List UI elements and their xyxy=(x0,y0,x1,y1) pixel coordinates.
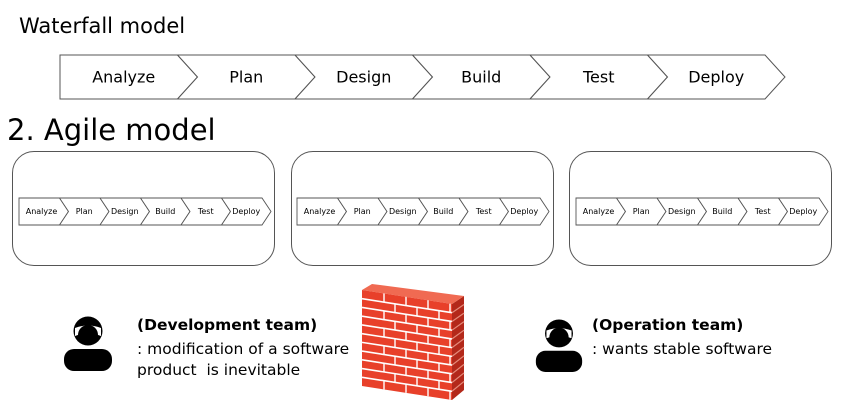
chevron-step-label: Build xyxy=(712,207,732,216)
chevron-step-label: Analyze xyxy=(583,207,615,216)
chevron-step-label: Analyze xyxy=(304,207,336,216)
chevron-step-label: Plan xyxy=(633,207,650,216)
chevron-step-label: Design xyxy=(111,207,139,216)
agile-flow-3: Analyze Plan Design Build Test Deploy xyxy=(575,197,829,226)
chevron-step-label: Deploy xyxy=(510,207,538,216)
chevron-step-label: Plan xyxy=(354,207,371,216)
chevron-step-label: Design xyxy=(389,207,417,216)
dev-team-desc-line2: product is inevitable xyxy=(137,361,301,379)
chevron-step-label: Build xyxy=(461,68,501,87)
chevron-step-label: Test xyxy=(475,207,492,216)
agile-flow-1: Analyze Plan Design Build Test Deploy xyxy=(18,197,272,226)
ops-team-desc-line1: : wants stable software xyxy=(592,340,773,358)
chevron-step-deploy xyxy=(220,197,272,226)
chevron-step-label: Build xyxy=(155,207,175,216)
chevron-step-label: Build xyxy=(433,207,453,216)
chevron-step-label: Deploy xyxy=(688,68,744,87)
waterfall-title: Waterfall model xyxy=(19,14,186,38)
agile-flow-2: Analyze Plan Design Build Test Deploy xyxy=(296,197,550,226)
chevron-step-deploy xyxy=(498,197,550,226)
brick-wall-icon xyxy=(362,284,465,400)
dev-team-desc-line1: : modification of a software xyxy=(137,340,350,358)
waterfall-flow: Analyze Plan Design Build Test Deploy xyxy=(59,54,786,100)
chevron-step-label: Test xyxy=(197,207,214,216)
chevron-step-label: Analyze xyxy=(26,207,58,216)
chevron-step-deploy xyxy=(646,54,786,100)
person-icon xyxy=(64,316,112,371)
dev-team-title: (Development team) xyxy=(137,316,318,334)
chevron-step-label: Plan xyxy=(229,68,263,87)
chevron-step-label: Test xyxy=(754,207,771,216)
chevron-step-label: Deploy xyxy=(789,207,817,216)
agile-title: 2. Agile model xyxy=(7,113,216,147)
chevron-step-label: Analyze xyxy=(92,68,155,87)
ops-team-title: (Operation team) xyxy=(592,316,744,334)
chevron-step-deploy xyxy=(777,197,829,226)
chevron-step-label: Design xyxy=(336,68,391,87)
chevron-step-label: Test xyxy=(582,68,615,87)
chevron-step-label: Plan xyxy=(76,207,93,216)
chevron-step-label: Design xyxy=(668,207,696,216)
chevron-step-label: Deploy xyxy=(232,207,260,216)
person-icon xyxy=(535,319,583,372)
